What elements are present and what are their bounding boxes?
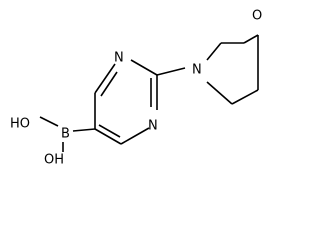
atom-n-pyrimidine-bottom: N: [148, 119, 158, 134]
boronic-acid-group: [39, 116, 96, 152]
bond-n-top-c2: [130, 59, 158, 76]
bond-c6-c5: [94, 128, 122, 145]
morpholine-ring: [156, 34, 259, 105]
atom-n-morpholine: N: [192, 63, 202, 78]
atom-o-morpholine: O: [252, 9, 262, 24]
bond-c4-n-top-inner: [100, 71, 118, 97]
bond-n-morpholine-ch2-a: [206, 42, 222, 61]
bond-c2-n-morpholine: [156, 67, 186, 76]
bond-c5-boron: [72, 128, 96, 132]
atom-hydroxyl-bottom: OH: [44, 153, 64, 168]
bond-boron-oh-top: [39, 116, 59, 127]
bond-c4-n-top: [94, 63, 116, 94]
chemical-structure-diagram: N N N O B HO OH: [10, 9, 262, 168]
bond-ch2-b-o: [243, 34, 259, 44]
bond-n-bottom-c6: [120, 127, 150, 145]
bond-ch2-c-ch2-d: [231, 89, 259, 105]
atom-boron: B: [61, 127, 70, 142]
pyrimidine-ring: [94, 59, 158, 145]
atom-n-pyrimidine-top: N: [114, 51, 124, 66]
bond-ch2-d-n-morpholine: [206, 81, 233, 105]
atom-labels: N N N O B HO OH: [10, 9, 262, 168]
atom-hydroxyl-top: HO: [10, 117, 30, 132]
bond-c6-c5-inner: [98, 124, 121, 138]
